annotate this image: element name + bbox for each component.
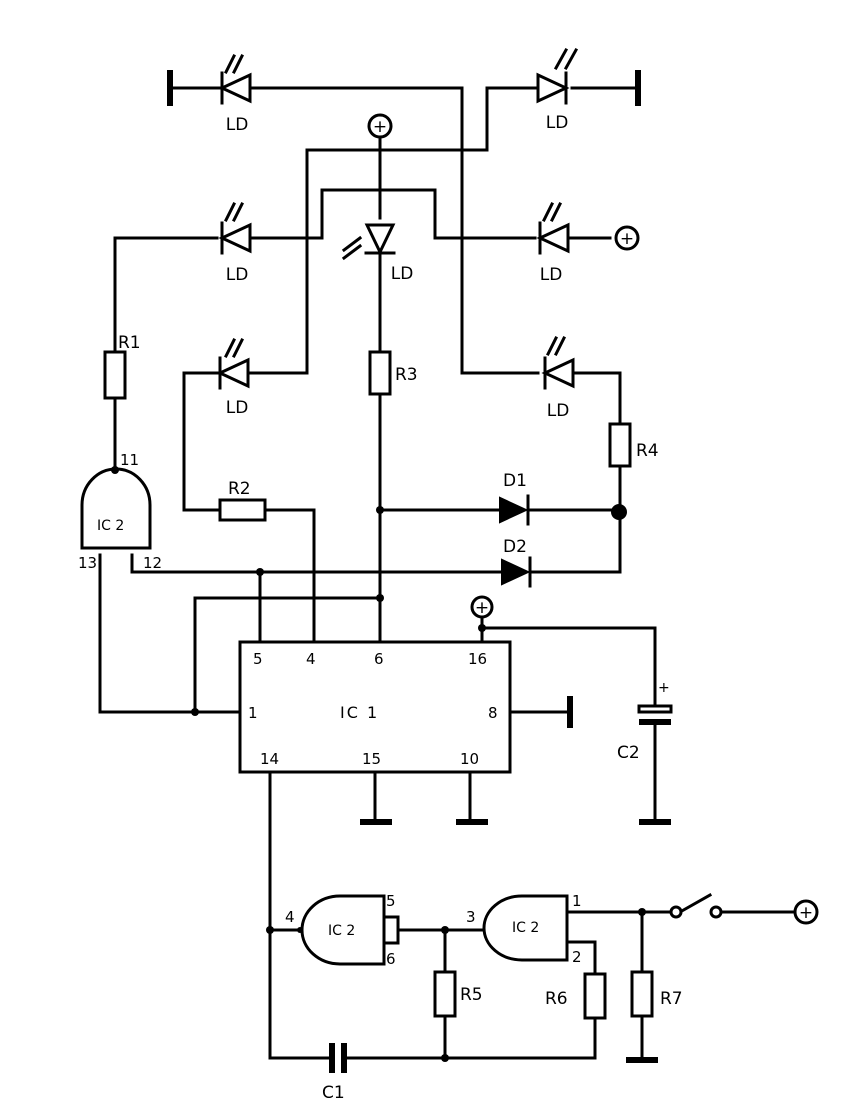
switch	[669, 905, 723, 919]
resistor-r6: R6	[545, 972, 607, 1020]
led-mid-left: LD	[218, 201, 252, 285]
svg-text:IC 2: IC 2	[328, 923, 355, 939]
svg-text:15: 15	[362, 750, 381, 768]
svg-text:LD: LD	[546, 113, 569, 133]
led-mid-right: LD	[536, 201, 570, 285]
svg-text:+: +	[475, 598, 489, 618]
light-arrows-icon	[545, 335, 567, 357]
ic1-chip: IC 1 5 4 6 16 1 8 14 15 10	[238, 640, 512, 774]
svg-text:R3: R3	[395, 365, 418, 385]
svg-text:LD: LD	[547, 401, 570, 421]
plus-terminal-switch: +	[793, 899, 819, 925]
svg-text:R5: R5	[460, 985, 483, 1005]
svg-text:LD: LD	[226, 398, 249, 418]
svg-text:LD: LD	[226, 115, 249, 135]
diode-d1: D1	[499, 471, 530, 526]
svg-text:IC 1: IC 1	[340, 703, 379, 722]
svg-text:6: 6	[374, 650, 384, 668]
ground-symbols	[167, 70, 671, 1063]
light-arrows-icon	[223, 201, 245, 223]
svg-text:10: 10	[460, 750, 479, 768]
svg-text:4: 4	[306, 650, 316, 668]
svg-text:+: +	[799, 903, 813, 923]
ic2-gate-left: IC 2 4 5 6	[285, 892, 400, 968]
ic2-gate-right: IC 2 3 1 2	[466, 892, 582, 966]
capacitor-c2: + C2	[617, 680, 673, 763]
svg-text:5: 5	[386, 892, 396, 910]
svg-text:D2: D2	[503, 537, 527, 557]
diode-d2: D2	[501, 537, 532, 588]
svg-text:IC 2: IC 2	[512, 920, 539, 936]
svg-text:5: 5	[253, 650, 263, 668]
resistor-r3: R3	[368, 350, 418, 396]
resistor-r1: R1	[103, 333, 141, 400]
svg-text:1: 1	[248, 704, 258, 722]
svg-text:6: 6	[386, 950, 396, 968]
svg-text:4: 4	[285, 908, 295, 926]
svg-text:+: +	[620, 229, 634, 249]
plus-terminal-pin16: +	[470, 595, 494, 619]
svg-text:13: 13	[78, 554, 97, 572]
plus-terminal-right: +	[614, 225, 640, 251]
junction-dots	[111, 466, 646, 1062]
svg-text:D1: D1	[503, 471, 527, 491]
svg-text:R4: R4	[636, 441, 659, 461]
svg-text:R2: R2	[228, 479, 251, 499]
light-arrows-icon	[223, 53, 245, 75]
ic2-gate-top: IC 2 11 13 12	[78, 451, 162, 572]
light-arrows-icon	[541, 201, 563, 223]
resistor-r7: R7	[630, 970, 683, 1018]
svg-text:C2: C2	[617, 743, 640, 763]
light-arrows-icon	[341, 235, 363, 261]
resistor-r4: R4	[608, 422, 659, 468]
led-lower-right: LD	[541, 335, 575, 421]
capacitor-c1: C1	[322, 1043, 347, 1103]
led-center: LD	[341, 223, 414, 284]
svg-text:16: 16	[468, 650, 487, 668]
svg-text:R1: R1	[118, 333, 141, 353]
plus-terminal-top: +	[367, 113, 393, 139]
svg-text:LD: LD	[391, 264, 414, 284]
svg-text:C1: C1	[322, 1083, 345, 1103]
svg-text:LD: LD	[226, 265, 249, 285]
svg-text:1: 1	[572, 892, 582, 910]
svg-text:11: 11	[120, 451, 139, 469]
light-arrows-icon	[553, 47, 579, 71]
svg-text:+: +	[658, 680, 670, 696]
svg-text:14: 14	[260, 750, 279, 768]
svg-text:R7: R7	[660, 989, 683, 1009]
light-arrows-icon	[223, 337, 245, 359]
svg-text:12: 12	[143, 554, 162, 572]
led-top-left: LD	[216, 53, 252, 135]
svg-text:3: 3	[466, 908, 476, 926]
svg-text:R6: R6	[545, 989, 568, 1009]
svg-text:IC 2: IC 2	[97, 518, 124, 534]
wires	[98, 86, 797, 1062]
led-lower-left: LD	[216, 337, 250, 418]
svg-text:+: +	[373, 117, 387, 137]
svg-text:LD: LD	[540, 265, 563, 285]
resistor-r5: R5	[433, 970, 483, 1018]
resistor-r2: R2	[218, 479, 267, 522]
svg-text:2: 2	[572, 948, 582, 966]
svg-text:8: 8	[488, 704, 498, 722]
led-top-right: LD	[536, 47, 579, 133]
